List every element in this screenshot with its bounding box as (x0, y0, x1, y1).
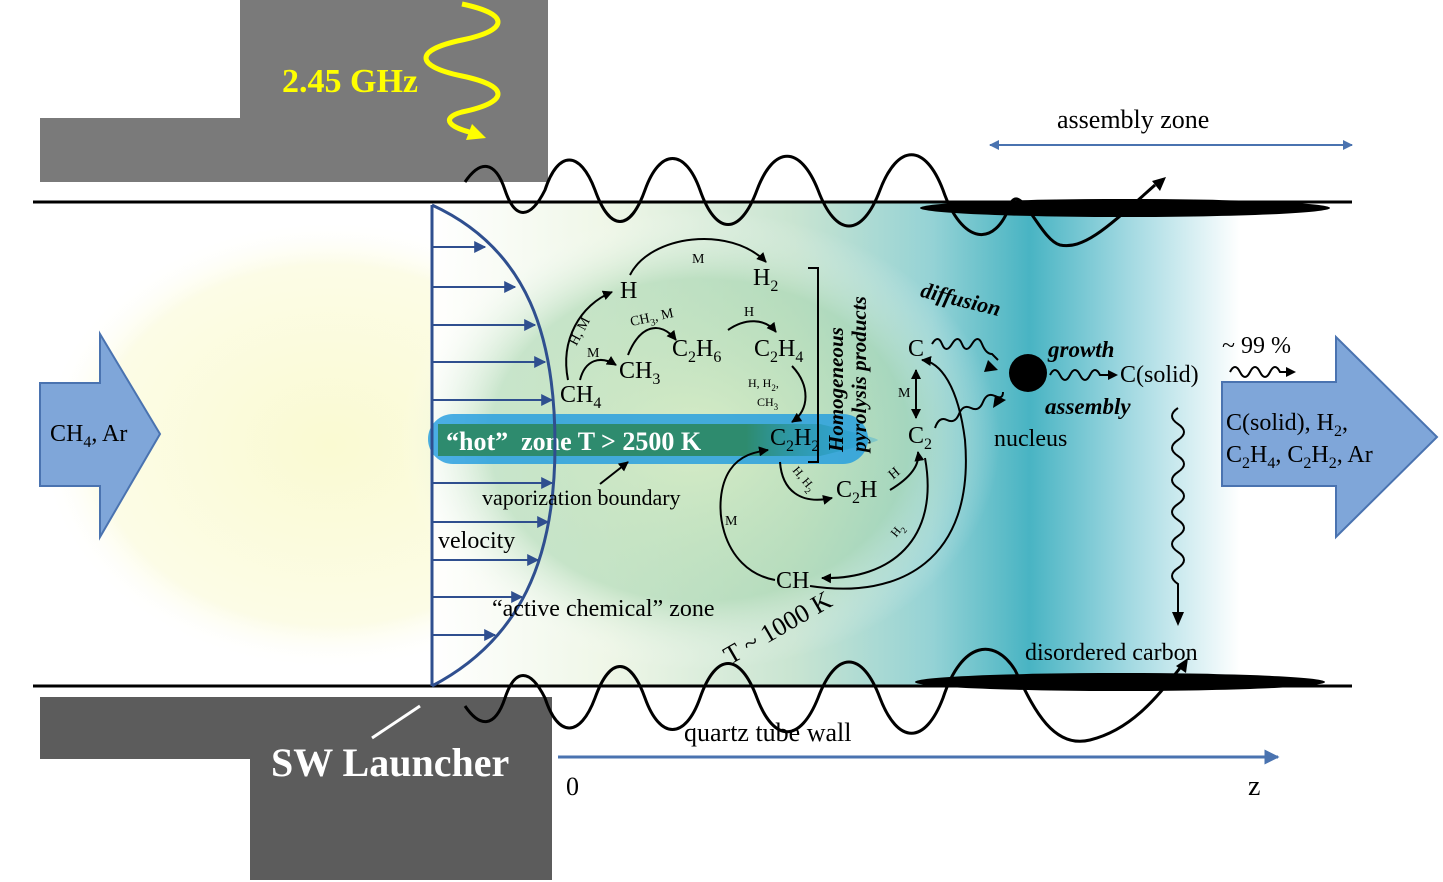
arrow-h-h2 (629, 237, 767, 276)
label-m-top: M (692, 252, 705, 267)
arrow-ch4-ch3 (579, 355, 617, 381)
vaporization-pointer (599, 461, 629, 485)
label-h-h2-ch3: H, H2, (748, 376, 779, 393)
z-axis-label: z (1248, 771, 1260, 802)
assembly-label: assembly (1045, 394, 1131, 419)
label-ch3-small: CH3 (757, 395, 779, 412)
label-m-lower: M (725, 514, 738, 529)
wavy-arrowheads (984, 360, 1296, 626)
arrow-c2h-c2 (889, 451, 925, 491)
arrowhead-icon (984, 360, 998, 372)
species-labels: H H2 CH3 CH4 C2H6 C2H4 C2H2 C2H C2 C CH … (560, 265, 1199, 594)
hot-zone-label: “hot” zone T > 2500 K (446, 427, 702, 456)
species-solid: C(solid) (1120, 362, 1199, 388)
label-m-vert: M (898, 386, 911, 401)
arrow-c2h6-c2h4 (727, 320, 777, 333)
quartz-label: quartz tube wall (684, 718, 852, 747)
species-c2h: C2H (836, 477, 877, 507)
microwave-wave-icon (423, 1, 501, 137)
arrow-ch-c (809, 356, 967, 590)
z-axis-origin: 0 (566, 772, 579, 801)
products-bracket (808, 267, 819, 463)
launcher-gap (430, 182, 550, 203)
wavy-solid-to-exit (1229, 366, 1288, 378)
arrow-c2h4-c2h2 (791, 365, 807, 423)
wavy-c-to-nucleus (931, 338, 999, 361)
arrowhead-icon (993, 395, 1006, 408)
velocity-label: velocity (438, 528, 515, 554)
label-m-left: M (587, 346, 600, 361)
arrow-ch3-c2h6 (627, 327, 677, 356)
label-ch3-m: CH3, M (629, 306, 676, 333)
wavy-nucleus-to-solid (1049, 369, 1110, 381)
launcher-bottom-block (250, 712, 552, 880)
nucleus-particle (1009, 354, 1047, 392)
arrow-ch4-h (565, 290, 613, 381)
species-ch: CH (776, 568, 809, 594)
surface-wave-top-arrowhead (1152, 177, 1166, 191)
species-c2: C2 (908, 423, 932, 453)
species-c: C (908, 336, 924, 362)
species-h2: H2 (753, 265, 778, 295)
arrowhead-icon (1286, 367, 1296, 377)
surface-wave-bottom-arrowhead (1176, 658, 1188, 673)
frequency-label: 2.45 GHz (282, 63, 418, 100)
surface-wave-bottom (463, 647, 1182, 743)
arrow-c2-ch (821, 457, 929, 584)
microwave-arrowhead-icon (466, 124, 486, 140)
active-zone-label: “active chemical” zone (492, 596, 715, 622)
species-c2h4: C2H4 (754, 336, 803, 366)
reaction-arrows (565, 237, 967, 590)
inlet-label: CH4, Ar (50, 421, 127, 451)
outlet-label-line2: C2H4, C2H2, Ar (1226, 442, 1373, 472)
velocity-arrows (432, 241, 554, 641)
homogeneous-label-1: Homogeneous (824, 327, 848, 453)
assembly-zone-label: assembly zone (1057, 105, 1209, 134)
label-h-top: H (744, 305, 754, 320)
vaporization-label: vaporization boundary (482, 485, 681, 510)
velocity-profile-curve (431, 203, 557, 688)
arrow-c2h2-c2h (779, 461, 833, 505)
growth-label: growth (1047, 337, 1114, 362)
species-ch4: CH4 (560, 382, 601, 412)
deposit-bottom (915, 673, 1325, 691)
species-h: H (620, 278, 637, 304)
homogeneous-label-2: pyrolysis products (847, 296, 871, 454)
wavy-solid-to-disordered (1171, 407, 1185, 614)
disordered-carbon-label: disordered carbon (1025, 640, 1198, 666)
species-c2h6: C2H6 (672, 336, 721, 366)
outlet-label-line1: C(solid), H2, (1226, 410, 1348, 440)
arrowhead-icon (1172, 612, 1184, 626)
yield-label: ~ 99 % (1222, 333, 1291, 359)
arrow-ch-c2h2 (719, 446, 776, 581)
reaction-labels: M H, M M CH3, M H H, H2, CH3 M H, H2 H H… (567, 252, 911, 540)
species-ch3: CH3 (619, 358, 660, 388)
deposit-top (920, 199, 1330, 217)
launcher-label: SW Launcher (271, 740, 509, 785)
inlet-arrow (39, 330, 162, 541)
arrowhead-icon (1108, 370, 1118, 380)
wavy-arrows (931, 338, 1288, 614)
species-nucleus: nucleus (994, 426, 1067, 452)
surface-wave-top (463, 153, 1156, 248)
outlet-arrow (1221, 334, 1439, 540)
launcher-pointer (371, 704, 421, 740)
species-c2h2: C2H2 (770, 425, 819, 455)
